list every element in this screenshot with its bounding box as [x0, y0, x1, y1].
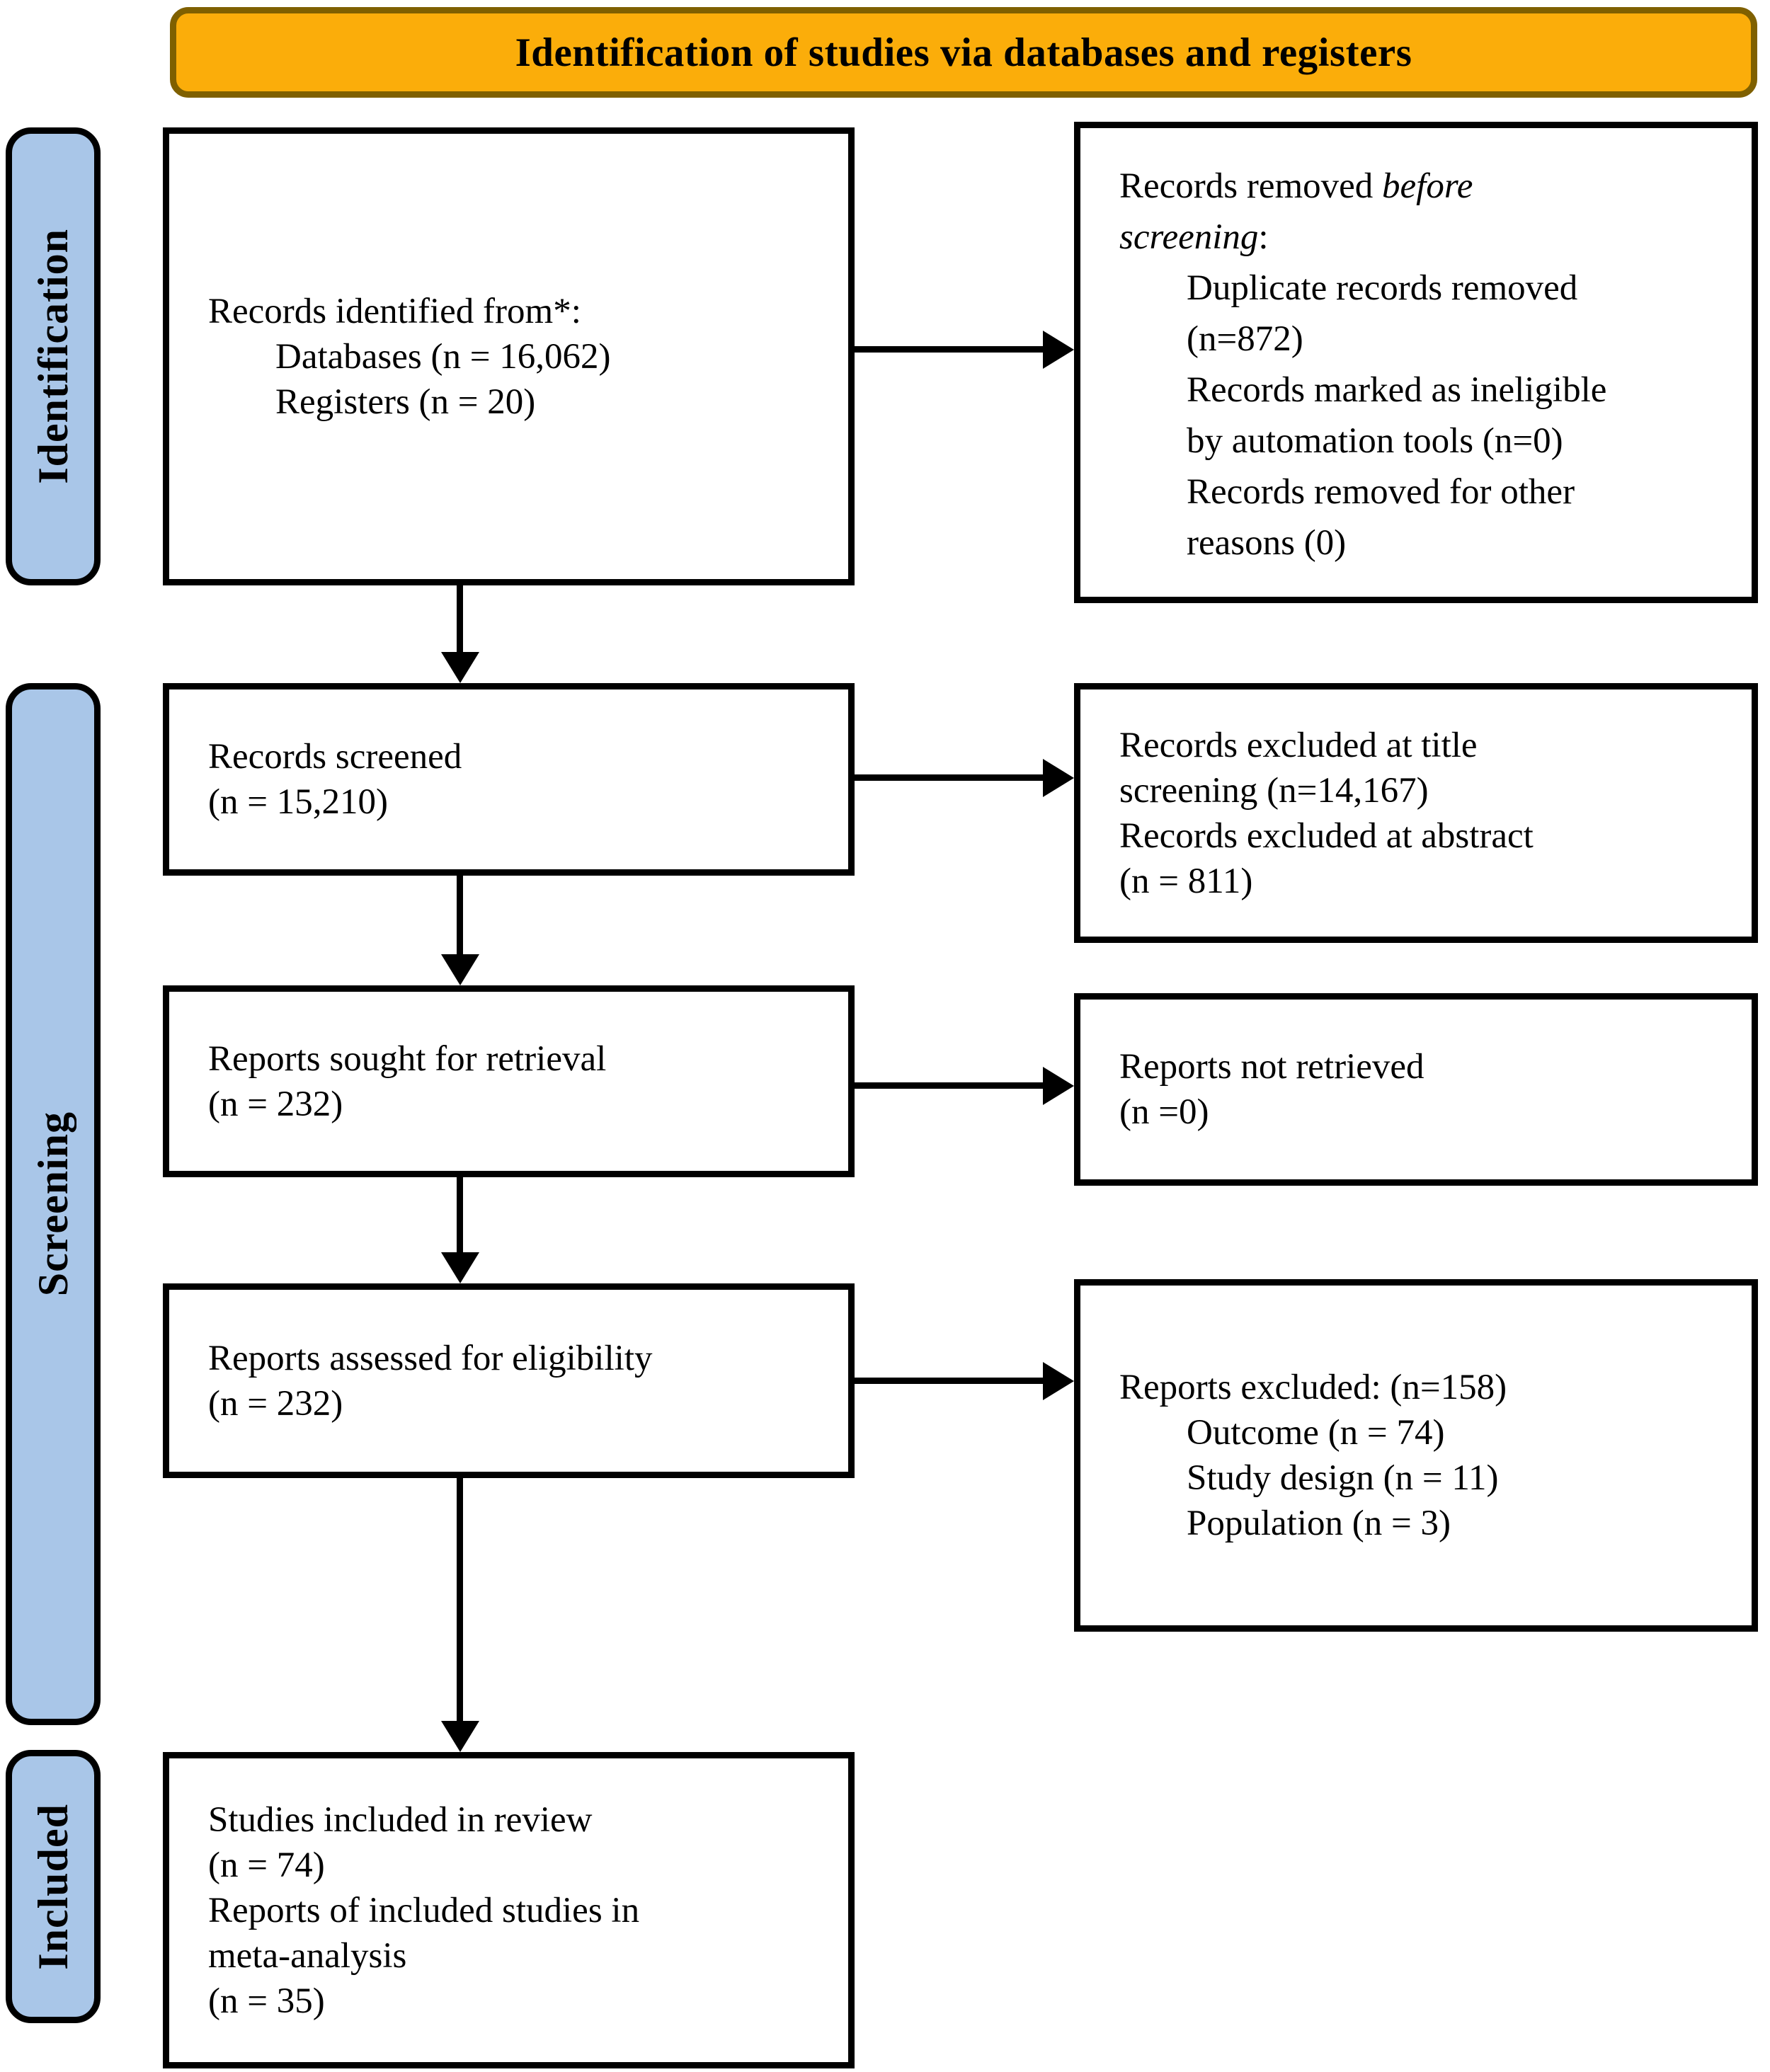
arrow-assessed-to-excluded — [855, 1378, 1044, 1384]
box-studies-included: Studies included in review (n = 74) Repo… — [163, 1752, 855, 2068]
records-screened-label: Records screened — [208, 737, 462, 777]
reports-sought-count: (n = 232) — [208, 1084, 343, 1124]
reports-sought-label: Reports sought for retrieval — [208, 1038, 607, 1079]
records-excluded-abstract-count: (n = 811) — [1119, 861, 1253, 901]
box-reports-sought: Reports sought for retrieval (n = 232) — [163, 985, 855, 1177]
reports-in-meta-analysis-label-2: meta-analysis — [208, 1935, 407, 1976]
box-records-screened: Records screened (n = 15,210) — [163, 683, 855, 876]
records-identified-registers: Registers (n = 20) — [275, 382, 536, 422]
box-reports-assessed: Reports assessed for eligibility (n = 23… — [163, 1283, 855, 1478]
reports-not-retrieved-label: Reports not retrieved — [1119, 1047, 1424, 1087]
arrow-sought-to-assessed — [457, 1177, 463, 1254]
records-removed-heading-italic1: before — [1382, 166, 1473, 206]
records-removed-heading-colon: : — [1258, 217, 1269, 257]
records-removed-heading-line2: screening: — [1080, 212, 1752, 263]
box-reports-not-retrieved: Reports not retrieved (n =0) — [1074, 993, 1758, 1186]
excluded-population: Population (n = 3) — [1187, 1504, 1451, 1543]
records-identified-heading: Records identified from*: — [208, 291, 581, 331]
ineligible-automation-line1: Records marked as ineligible — [1187, 370, 1607, 410]
stage-label-included: Included — [29, 1803, 76, 1970]
records-removed-heading-regular: Records removed — [1119, 166, 1383, 206]
ineligible-automation-line2: by automation tools (n=0) — [1187, 421, 1563, 461]
duplicates-removed-count: (n=872) — [1187, 319, 1303, 359]
other-reasons-line2: reasons (0) — [1187, 523, 1347, 563]
other-reasons-line1: Records removed for other — [1187, 472, 1575, 512]
arrow-sought-to-not-retrieved — [855, 1082, 1044, 1089]
excluded-outcome: Outcome (n = 74) — [1187, 1413, 1445, 1453]
records-identified-databases: Databases (n = 16,062) — [275, 336, 611, 377]
arrow-screened-to-sought — [457, 876, 463, 956]
records-removed-heading-italic2: screening — [1119, 217, 1259, 257]
arrow-screened-to-excluded — [855, 774, 1044, 781]
records-screened-count: (n = 15,210) — [208, 782, 388, 822]
arrow-identified-to-screened — [457, 585, 463, 653]
reports-in-meta-analysis-count: (n = 35) — [208, 1981, 325, 2021]
reports-assessed-count: (n = 232) — [208, 1383, 343, 1424]
reports-assessed-label: Reports assessed for eligibility — [208, 1338, 653, 1378]
reports-excluded-heading: Reports excluded: (n=158) — [1119, 1368, 1507, 1407]
arrow-identified-to-removed — [855, 346, 1044, 353]
banner: Identification of studies via databases … — [170, 7, 1757, 98]
box-records-excluded: Records excluded at title screening (n=1… — [1074, 683, 1758, 943]
records-excluded-title-line2: screening (n=14,167) — [1119, 770, 1429, 811]
stage-label-screening: Screening — [29, 1111, 76, 1297]
stage-bar-included: Included — [6, 1750, 101, 2023]
arrow-assessed-to-included — [457, 1478, 463, 1722]
records-excluded-abstract-line1: Records excluded at abstract — [1119, 815, 1534, 856]
excluded-study-design: Study design (n = 11) — [1187, 1458, 1499, 1498]
studies-included-count: (n = 74) — [208, 1845, 325, 1885]
banner-title: Identification of studies via databases … — [515, 30, 1412, 75]
reports-not-retrieved-count: (n =0) — [1119, 1092, 1209, 1132]
studies-included-label: Studies included in review — [208, 1799, 593, 1840]
stage-bar-identification: Identification — [6, 127, 101, 585]
box-records-identified: Records identified from*: Databases (n =… — [163, 127, 855, 585]
reports-in-meta-analysis-label-1: Reports of included studies in — [208, 1890, 640, 1930]
duplicates-removed-line1: Duplicate records removed — [1187, 268, 1578, 308]
stage-label-identification: Identification — [29, 229, 76, 484]
box-records-removed-before-screening: Records removed before screening: Duplic… — [1074, 122, 1758, 603]
records-removed-heading-line1: Records removed before — [1080, 161, 1752, 212]
box-reports-excluded: Reports excluded: (n=158) Outcome (n = 7… — [1074, 1279, 1758, 1632]
stage-bar-screening: Screening — [6, 683, 101, 1725]
records-excluded-title-line1: Records excluded at title — [1119, 725, 1478, 765]
